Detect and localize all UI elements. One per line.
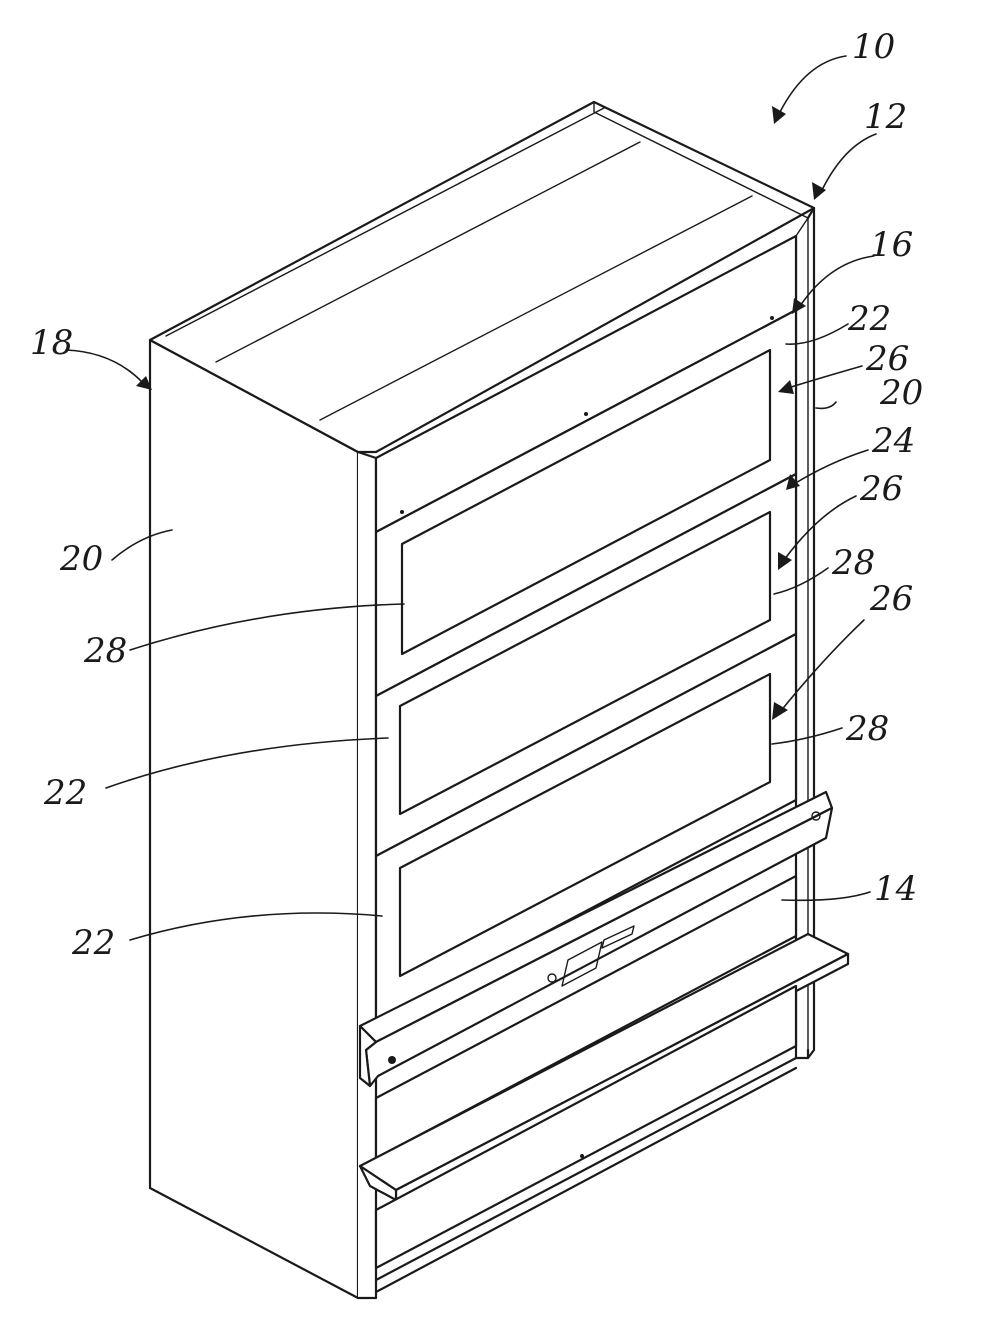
- label-18: 18: [30, 323, 73, 363]
- label-22-low: 22: [71, 923, 115, 963]
- label-28-right-low: 28: [845, 709, 889, 749]
- label-20-right: 20: [879, 373, 923, 413]
- right-side-post: [796, 208, 814, 1058]
- label-28-right-mid: 28: [831, 543, 875, 583]
- console-indicator-left: [388, 1056, 396, 1064]
- label-16: 16: [870, 225, 913, 265]
- label-26-mid: 26: [859, 469, 903, 509]
- label-20-left: 20: [59, 539, 103, 579]
- label-26-low: 26: [869, 579, 913, 619]
- left-side-wall: [150, 340, 358, 1298]
- label-28-left: 28: [83, 631, 127, 671]
- label-10: 10: [852, 27, 895, 67]
- label-22-top: 22: [847, 299, 891, 339]
- label-14: 14: [874, 869, 917, 909]
- label-22-mid: 22: [43, 773, 87, 813]
- label-12: 12: [864, 97, 907, 137]
- label-24: 24: [871, 421, 915, 461]
